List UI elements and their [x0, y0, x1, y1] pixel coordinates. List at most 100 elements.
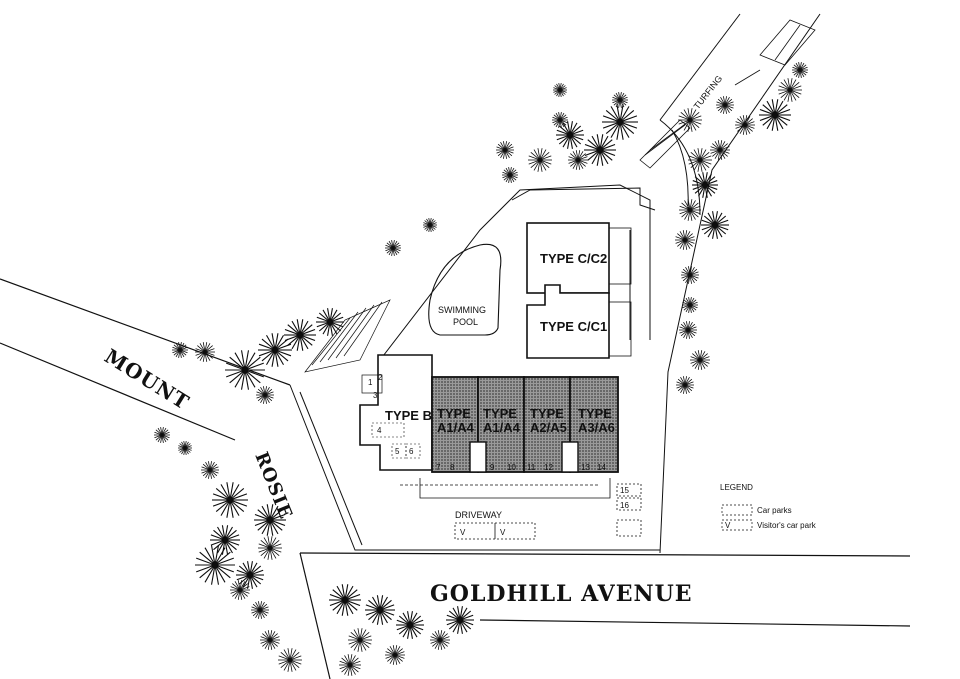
tree-icon [258, 536, 282, 560]
tree-icon [195, 342, 215, 362]
tree-icon [195, 545, 235, 585]
unit-a2-label-2: A2/A5 [530, 420, 567, 435]
tree-icon [678, 108, 702, 132]
tree-icon [692, 172, 718, 198]
park-v-2: V [500, 528, 506, 537]
pool-label-2: POOL [453, 317, 478, 327]
goldhill-avenue-road [299, 552, 911, 679]
driveway [400, 478, 642, 540]
tree-icon [256, 386, 274, 404]
tree-icon [496, 141, 514, 159]
tree-icon [254, 504, 286, 536]
tree-icon [778, 78, 802, 102]
tree-icon [556, 121, 584, 149]
tree-icon [423, 218, 437, 232]
tree-icon [278, 648, 302, 672]
tree-icon [584, 134, 616, 166]
tree-icon [210, 525, 240, 555]
park-1: 1 [368, 378, 373, 387]
unit-a1-label-1: TYPE [437, 406, 471, 421]
park-v-1: V [460, 528, 466, 537]
tree-icon [759, 99, 791, 131]
unit-a1b-label-2: A1/A4 [483, 420, 521, 435]
legend-visitor: Visitor's car park [757, 521, 817, 530]
tree-icon [552, 112, 568, 128]
tree-icon [735, 115, 755, 135]
tree-icon [365, 595, 395, 625]
east-boundary [659, 13, 821, 554]
tree-icon [676, 376, 694, 394]
park-11: 11 [527, 463, 536, 472]
park-15: 15 [620, 486, 629, 495]
tree-icon [284, 319, 316, 351]
park-16: 16 [620, 501, 629, 510]
unit-c2-label: TYPE C/C2 [540, 251, 607, 266]
rosie-label: ROSIE [250, 449, 296, 522]
tree-icon [681, 266, 699, 284]
tree-icon [258, 333, 292, 367]
driveway-label: DRIVEWAY [455, 510, 502, 520]
tree-icon [251, 601, 269, 619]
tree-icon [528, 148, 552, 172]
stairs [304, 299, 391, 373]
unit-type-c1: TYPE C/C1 [526, 284, 632, 359]
swimming-pool [428, 243, 502, 336]
tree-icon [446, 606, 474, 634]
tree-icon [178, 441, 192, 455]
unit-a3-label-1: TYPE [578, 406, 612, 421]
tree-icon [612, 92, 628, 108]
tree-icon [602, 104, 638, 140]
tree-icon [212, 482, 248, 518]
unit-c1-label: TYPE C/C1 [540, 319, 607, 334]
tree-icon [172, 342, 188, 358]
tree-icon [154, 427, 170, 443]
tree-icon [679, 199, 701, 221]
tree-icon [329, 584, 361, 616]
legend-title: LEGEND [720, 483, 753, 492]
tree-icon [553, 83, 567, 97]
tree-icon [225, 350, 265, 390]
tree-icon [675, 230, 695, 250]
park-14: 14 [597, 463, 606, 472]
unit-a1b-label-1: TYPE [483, 406, 517, 421]
park-8: 8 [450, 463, 455, 472]
park-13: 13 [581, 463, 590, 472]
unit-type-b: TYPE B 1 2 3 4 5 6 [359, 354, 433, 471]
unit-type-a1-a4-second: TYPE A1/A4 9 10 [469, 376, 525, 473]
legend-car-parks: Car parks [757, 506, 792, 515]
park-9: 9 [490, 463, 495, 472]
tree-icon [792, 62, 808, 78]
tree-icon [230, 580, 250, 600]
tree-icon [339, 654, 361, 676]
park-10: 10 [507, 463, 516, 472]
tree-icon [201, 461, 219, 479]
legend: LEGEND Car parks V Visitor's car park [720, 483, 817, 531]
unit-type-c2: TYPE C/C2 [526, 222, 632, 294]
turfing-steps [639, 19, 816, 169]
park-12: 12 [544, 463, 553, 472]
tree-icon [385, 645, 405, 665]
tree-icon [688, 148, 712, 172]
unit-a1-label-2: A1/A4 [437, 420, 475, 435]
site-boundary [289, 119, 701, 551]
tree-icon [236, 561, 264, 589]
tree-icon [348, 628, 372, 652]
unit-b-label: TYPE B [385, 408, 432, 423]
tree-icon [316, 308, 344, 336]
tree-icon [568, 150, 588, 170]
tree-icon [430, 630, 450, 650]
park-6: 6 [409, 447, 414, 456]
legend-visitor-symbol: V [725, 521, 731, 530]
tree-icon [502, 167, 518, 183]
park-5: 5 [395, 447, 400, 456]
unit-type-a3-a6: TYPE A3/A6 13 14 [561, 376, 619, 473]
tree-canopy [154, 62, 808, 676]
tree-icon [260, 630, 280, 650]
turfing-label: TURFING [692, 74, 725, 112]
goldhill-avenue-label: GOLDHILL AVENUE [430, 581, 693, 607]
tree-icon [682, 297, 698, 313]
unit-a2-label-1: TYPE [530, 406, 564, 421]
park-4: 4 [377, 426, 382, 435]
park-7: 7 [436, 463, 441, 472]
unit-a3-label-2: A3/A6 [578, 420, 615, 435]
